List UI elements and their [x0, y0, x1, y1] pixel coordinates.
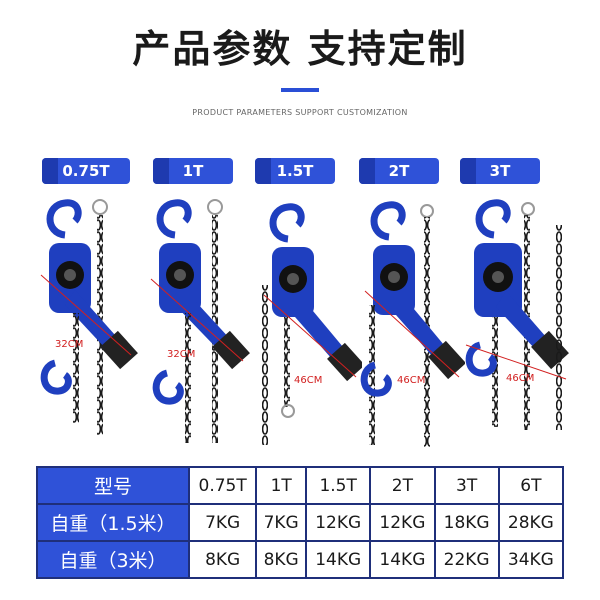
table-cell: 7KG: [187, 503, 258, 542]
page-subtitle: PRODUCT PARAMETERS SUPPORT CUSTOMIZATION: [192, 108, 408, 117]
table-cell: 8KG: [255, 540, 308, 579]
capacity-badge: 1T: [153, 158, 233, 184]
table-cell: 12KG: [305, 503, 372, 542]
table-row: 自重（1.5米） 7KG 7KG 12KG 12KG 18KG 28KG: [36, 503, 565, 542]
measure-label: 32CM: [55, 339, 83, 350]
table-cell: 18KG: [433, 503, 500, 542]
lever-hoist-image: 46CM: [360, 201, 465, 447]
title-underline: [281, 88, 319, 92]
lever-hoist-image: 32CM: [40, 199, 138, 435]
table-row: 自重（3米） 8KG 8KG 14KG 14KG 22KG 34KG: [36, 540, 565, 579]
table-cell: 1.5T: [305, 466, 372, 505]
measure-label: 32CM: [167, 349, 195, 360]
capacity-badge: 3T: [460, 158, 540, 184]
table-cell: 12KG: [369, 503, 436, 542]
table-cell: 7KG: [255, 503, 308, 542]
lever-hoist-image: 46CM: [465, 199, 569, 430]
spec-table: 型号 0.75T 1T 1.5T 2T 3T 6T 自重（1.5米） 7KG 7…: [36, 466, 565, 579]
page-title: 产品参数 支持定制: [132, 27, 468, 71]
table-cell: 3T: [433, 466, 500, 505]
table-row: 型号 0.75T 1T 1.5T 2T 3T 6T: [36, 466, 565, 505]
table-cell: 14KG: [305, 540, 372, 579]
table-cell: 6T: [497, 466, 565, 505]
table-cell: 8KG: [187, 540, 258, 579]
table-cell: 0.75T: [187, 466, 258, 505]
lever-hoist-image: 32CM: [150, 199, 250, 443]
measure-label: 46CM: [397, 375, 425, 386]
table-cell: 2T: [369, 466, 436, 505]
capacity-badge: 1.5T: [255, 158, 335, 184]
table-cell: 1T: [255, 466, 308, 505]
row-header: 型号: [36, 466, 190, 505]
table-cell: 14KG: [369, 540, 436, 579]
table-cell: 22KG: [433, 540, 500, 579]
table-cell: 34KG: [497, 540, 565, 579]
measure-label: 46CM: [294, 375, 322, 386]
lever-hoist-image: 46CM: [262, 203, 362, 445]
row-header: 自重（1.5米）: [36, 503, 190, 542]
table-cell: 28KG: [497, 503, 565, 542]
row-header: 自重（3米）: [36, 540, 190, 579]
measure-label: 46CM: [506, 373, 534, 384]
capacity-badge: 0.75T: [42, 158, 130, 184]
capacity-badge: 2T: [359, 158, 439, 184]
